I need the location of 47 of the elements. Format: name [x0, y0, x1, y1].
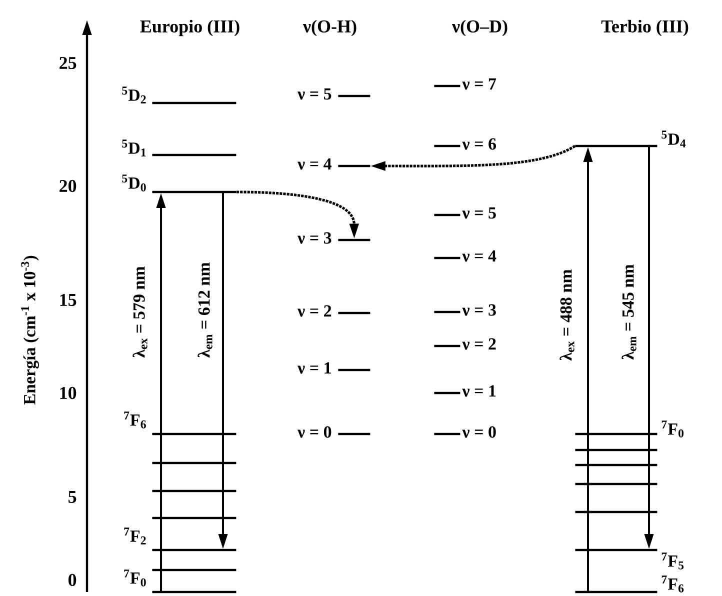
- level-label: $^{7}$F$_{0}$: [662, 420, 684, 438]
- level-label: $^{5}$D$_{0}$: [122, 174, 146, 192]
- energy-level: [575, 482, 658, 486]
- tick-label: 10: [60, 386, 76, 400]
- column-heading: ν(O–D): [452, 20, 508, 36]
- column-heading: Europio (III): [140, 20, 240, 36]
- edge-label: λ$_{ex}$ = 579 nm: [132, 266, 148, 358]
- level-label: $^{7}$F$_{0}$: [124, 570, 146, 586]
- level-label: $^{7}$F$_{6}$: [124, 412, 146, 428]
- tick-label: 20: [60, 180, 76, 192]
- tick-label: 15: [60, 294, 76, 306]
- level-label: $^{7}$F$_{2}$: [124, 528, 146, 544]
- energy-level: [152, 568, 236, 572]
- level-label: $^{7}$F$_{5}$: [662, 552, 684, 570]
- level-label: ν = 7: [462, 78, 496, 90]
- energy-level: [152, 516, 236, 520]
- energy-level: [575, 448, 658, 452]
- edge-label: λ$_{em}$ = 612 nm: [198, 262, 212, 358]
- column-heading: Terbio (III): [601, 20, 688, 36]
- level-label: ν = 4: [298, 158, 332, 170]
- energy-level: [575, 464, 658, 466]
- level-label: ν = 5: [462, 207, 496, 219]
- tick-label: 0: [68, 574, 76, 586]
- level-label: ν = 0: [462, 426, 496, 438]
- energy-level: [152, 462, 236, 464]
- level-label: ν = 3: [462, 304, 496, 316]
- level-label: ν = 6: [462, 138, 496, 150]
- level-label: ν = 4: [462, 250, 496, 262]
- level-label: ν = 2: [462, 338, 496, 350]
- level-label: ν = 1: [462, 385, 496, 397]
- energy-level: [152, 490, 236, 492]
- column-heading: ν(O-H): [302, 20, 356, 36]
- level-label: $^{5}$D$_{1}$: [122, 140, 146, 156]
- level-label: ν = 5: [298, 88, 332, 100]
- level-label: ν = 1: [298, 362, 331, 374]
- level-label: $^{5}$D$_{2}$: [122, 86, 146, 104]
- tick-label: 25: [60, 56, 76, 70]
- level-label: ν = 0: [298, 426, 332, 438]
- level-label: ν = 2: [298, 305, 332, 317]
- edge-label: λ$_{ex}$ = 488 nm: [560, 269, 574, 361]
- level-label: $^{5}$D$_{4}$: [662, 130, 686, 148]
- level-label: $^{7}$F$_{6}$: [662, 576, 684, 592]
- energy-level: [575, 510, 658, 514]
- axis-title: Energía (cm$^{-1}$ x 10$^{-3}$): [21, 256, 39, 405]
- level-label: ν = 3: [298, 232, 332, 244]
- tick-label: 5: [68, 491, 76, 503]
- edge-label: λ$_{em}$ = 545 nm: [622, 264, 636, 360]
